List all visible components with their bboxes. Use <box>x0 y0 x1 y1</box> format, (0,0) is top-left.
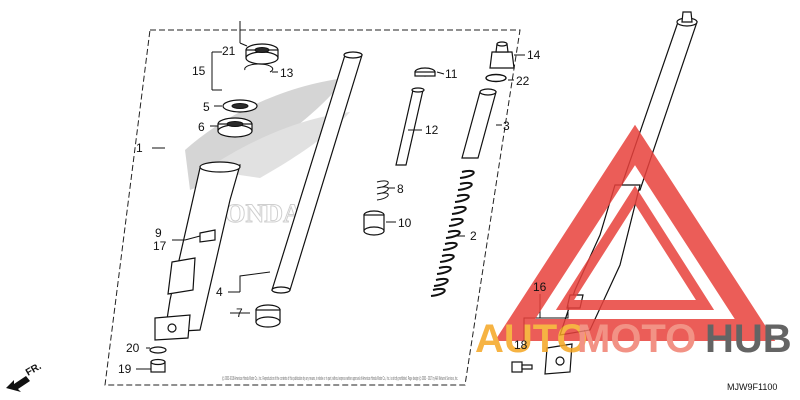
callout-11[interactable]: 11 <box>445 67 458 81</box>
assembly-frame <box>104 29 521 386</box>
part-22-o-ring[interactable] <box>485 73 507 83</box>
autohub-watermark: AUTO MOTO HUB <box>475 124 792 361</box>
part-9-fork-slider[interactable] <box>154 161 241 341</box>
callout-numbers: 1 2 3 4 5 6 7 8 9 10 11 12 13 14 15 16 1… <box>118 44 547 376</box>
callout-15[interactable]: 15 <box>192 64 206 78</box>
watermark-text-auto: AUTO <box>475 317 588 361</box>
callout-1[interactable]: 1 <box>136 141 143 155</box>
watermark-text-hub: HUB <box>705 317 792 361</box>
part-21-dust-seal[interactable] <box>245 43 279 65</box>
part-8-rebound-spring[interactable] <box>376 180 389 201</box>
callout-10[interactable]: 10 <box>398 216 412 230</box>
callout-14[interactable]: 14 <box>527 48 541 62</box>
leader-lines <box>136 21 569 370</box>
front-arrow-icon <box>6 376 30 392</box>
copyright-notice: (c) 2003-2018 American Honda Motor Co., … <box>222 376 458 382</box>
watermark-text-moto: MOTO <box>577 317 696 361</box>
callout-16[interactable]: 16 <box>533 280 547 294</box>
diagram-code: MJW9F1100 <box>727 382 777 392</box>
callout-3[interactable]: 3 <box>503 119 510 133</box>
part-3-spacer[interactable] <box>461 88 497 159</box>
part-6-back-up-ring[interactable] <box>217 117 253 138</box>
callout-2[interactable]: 2 <box>470 229 477 243</box>
part-5-oil-seal[interactable] <box>222 99 258 113</box>
callout-8[interactable]: 8 <box>397 182 404 196</box>
callout-22[interactable]: 22 <box>516 74 530 88</box>
callout-7[interactable]: 7 <box>236 306 243 320</box>
leader-15 <box>211 51 222 91</box>
callout-17[interactable]: 17 <box>153 239 167 253</box>
part-10-oil-lock-piece[interactable] <box>363 210 385 236</box>
callout-9[interactable]: 9 <box>155 226 162 240</box>
callout-6[interactable]: 6 <box>198 120 205 134</box>
callout-19[interactable]: 19 <box>118 362 132 376</box>
front-direction-indicator: FR. <box>6 361 44 392</box>
callout-4[interactable]: 4 <box>216 285 223 299</box>
front-label: FR. <box>24 361 44 379</box>
callout-13[interactable]: 13 <box>280 66 294 80</box>
watermark-triangle <box>494 124 776 341</box>
part-4-fork-pipe[interactable] <box>271 51 363 294</box>
callout-20[interactable]: 20 <box>126 341 140 355</box>
callout-18[interactable]: 18 <box>514 338 528 352</box>
part-2-fork-spring[interactable] <box>420 169 475 297</box>
part-14-fork-bolt[interactable] <box>489 41 515 69</box>
part-12-fork-piston[interactable] <box>395 87 425 166</box>
part-19-socket-bolt[interactable] <box>150 358 166 373</box>
part-13-stopper-ring[interactable] <box>244 63 274 73</box>
callout-5[interactable]: 5 <box>203 100 210 114</box>
part-7-slider-bushing[interactable] <box>255 304 281 328</box>
part-18-drain-bolt[interactable] <box>511 361 533 373</box>
callout-12[interactable]: 12 <box>425 123 439 137</box>
part-11-piston-ring[interactable] <box>414 67 436 77</box>
callout-21[interactable]: 21 <box>222 44 236 58</box>
part-20-washer[interactable] <box>149 346 167 354</box>
watermark-inner-triangle <box>555 185 715 310</box>
